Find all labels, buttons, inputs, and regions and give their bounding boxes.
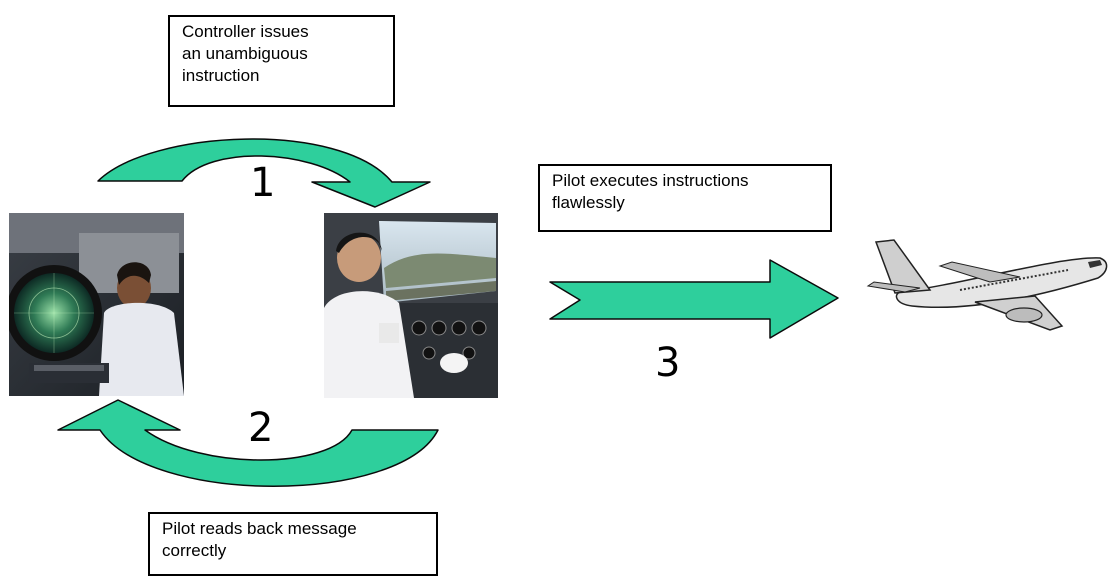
- arrow-3-straight: [549, 259, 839, 339]
- arrow-1-curved: [97, 138, 431, 208]
- step3-label-box: Pilot executes instructions flawlessly: [538, 164, 832, 232]
- arrow-2-curved: [57, 399, 439, 487]
- step2-label-box: Pilot reads back message correctly: [148, 512, 438, 576]
- airplane-icon: [866, 239, 1108, 331]
- step-number-2: 2: [248, 405, 274, 451]
- step1-label-box: Controller issues an unambiguous instruc…: [168, 15, 395, 107]
- step-number-1: 1: [250, 160, 276, 206]
- controller-photo: [9, 213, 184, 396]
- step-number-3: 3: [655, 340, 681, 386]
- pilot-photo: [324, 213, 498, 398]
